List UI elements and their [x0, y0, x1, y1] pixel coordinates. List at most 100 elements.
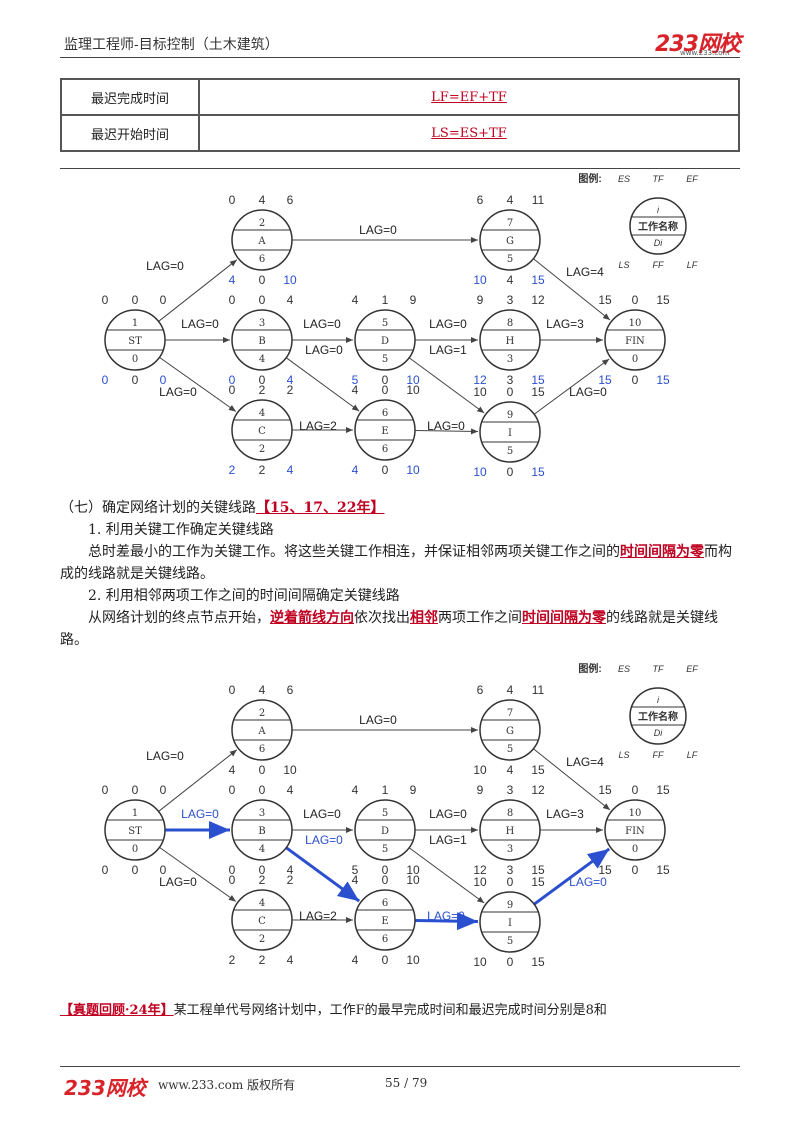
- node-ls: 10: [473, 273, 487, 287]
- node-tf: 4: [259, 193, 266, 207]
- node-ff: 0: [382, 463, 389, 477]
- legend-bottom-label: FF: [653, 260, 664, 270]
- node-duration: 5: [507, 254, 513, 265]
- node-i: [479, 401, 541, 463]
- node-name: FIN: [625, 826, 645, 837]
- node-lf: 4: [287, 463, 294, 477]
- legend-bottom-label: LS: [618, 750, 629, 760]
- arrow-b_e: [285, 846, 361, 903]
- node-number: 10: [629, 318, 642, 329]
- node-ff: 2: [259, 463, 266, 477]
- node-tf: 0: [382, 873, 389, 887]
- node-name: B: [258, 826, 265, 837]
- legend-node: [629, 197, 687, 255]
- node-ff: 2: [259, 953, 266, 967]
- node-ef: 12: [531, 293, 545, 307]
- node-name: G: [506, 236, 514, 247]
- node-number: 6: [382, 898, 388, 909]
- node-es: 6: [477, 683, 484, 697]
- node-ff: 0: [382, 863, 389, 877]
- lag-label: LAG=0: [159, 875, 197, 889]
- node-duration: 4: [259, 354, 265, 365]
- section-heading: （七）确定网络计划的关键线路【15、17、22年】: [60, 500, 385, 516]
- node-duration: 5: [507, 936, 513, 947]
- table-cell-formula: LS=ES+TF: [198, 114, 740, 152]
- node-tf: 2: [259, 873, 266, 887]
- node-ls: 10: [473, 763, 487, 777]
- header-divider: [60, 57, 740, 58]
- node-name: A: [257, 726, 266, 737]
- node-lf: 4: [287, 863, 294, 877]
- node-ef: 0: [160, 783, 167, 797]
- node-duration: 3: [507, 844, 513, 855]
- node-number: 5: [382, 318, 388, 329]
- lag-label: LAG=0: [181, 317, 219, 331]
- arrow-st_a: [158, 749, 238, 812]
- node-es: 0: [229, 873, 236, 887]
- node-ef: 11: [532, 193, 545, 207]
- list-item-2: 2. 利用相邻两项工作之间的时间间隔确定关键线路: [88, 588, 400, 604]
- node-ls: 2: [229, 463, 236, 477]
- node-ef: 15: [656, 293, 670, 307]
- node-es: 0: [229, 683, 236, 697]
- node-ef: 11: [532, 683, 545, 697]
- document-title: 监理工程师-目标控制（土木建筑）: [64, 37, 279, 53]
- node-ls: 10: [473, 465, 487, 479]
- table-cell-label: 最迟完成时间: [60, 78, 200, 116]
- section-divider: [60, 168, 740, 169]
- node-number: 3: [259, 318, 265, 329]
- node-ls: 15: [598, 373, 612, 387]
- node-ff: 0: [259, 863, 266, 877]
- lag-label: LAG=3: [546, 807, 584, 821]
- lag-label: LAG=0: [429, 807, 467, 821]
- node-fin: [604, 799, 666, 861]
- node-ls: 15: [598, 863, 612, 877]
- node-duration: 0: [632, 354, 638, 365]
- node-ef: 15: [531, 385, 545, 399]
- node-ls: 12: [473, 373, 487, 387]
- node-name: B: [258, 336, 265, 347]
- node-b: [231, 799, 293, 861]
- node-ls: 4: [352, 953, 359, 967]
- lag-label: LAG=0: [146, 259, 184, 273]
- node-es: 0: [229, 193, 236, 207]
- legend-i: i: [657, 205, 660, 215]
- node-h: [479, 309, 541, 371]
- node-tf: 0: [507, 385, 514, 399]
- lag-label: LAG=0: [569, 385, 607, 399]
- node-ef: 10: [406, 873, 420, 887]
- node-ff: 4: [507, 273, 514, 287]
- node-number: 6: [382, 408, 388, 419]
- lag-label: LAG=0: [303, 317, 341, 331]
- lag-label: LAG=4: [566, 265, 604, 279]
- node-ff: 0: [259, 273, 266, 287]
- node-tf: 1: [382, 293, 389, 307]
- node-ff: 4: [507, 763, 514, 777]
- node-duration: 6: [259, 254, 265, 265]
- node-tf: 4: [259, 683, 266, 697]
- node-ef: 9: [410, 783, 417, 797]
- node-es: 10: [473, 875, 487, 889]
- legend-name: 工作名称: [638, 710, 678, 723]
- list-item-1: 1. 利用关键工作确定关键线路: [88, 522, 274, 538]
- lag-label: LAG=0: [569, 875, 607, 889]
- arrow-st_a: [158, 259, 238, 322]
- node-number: 8: [507, 808, 513, 819]
- node-lf: 15: [656, 373, 670, 387]
- node-d: [354, 309, 416, 371]
- node-ff: 0: [132, 863, 139, 877]
- node-ff: 3: [507, 863, 514, 877]
- node-ls: 0: [102, 373, 109, 387]
- node-number: 10: [629, 808, 642, 819]
- arrow-i_fin: [533, 847, 611, 906]
- node-duration: 6: [382, 444, 388, 455]
- network-diagram-2: LAG=0LAG=0LAG=0LAG=0LAG=0LAG=0LAG=2LAG=0…: [102, 662, 699, 969]
- node-ls: 4: [352, 463, 359, 477]
- lag-label: LAG=0: [305, 833, 343, 847]
- node-lf: 15: [656, 863, 670, 877]
- lag-label: LAG=0: [359, 713, 397, 727]
- node-ef: 15: [656, 783, 670, 797]
- node-lf: 10: [283, 273, 297, 287]
- network-diagram-1: LAG=0LAG=0LAG=0LAG=0LAG=0LAG=0LAG=2LAG=0…: [102, 172, 699, 479]
- formula-link: LS=ES+TF: [431, 125, 507, 141]
